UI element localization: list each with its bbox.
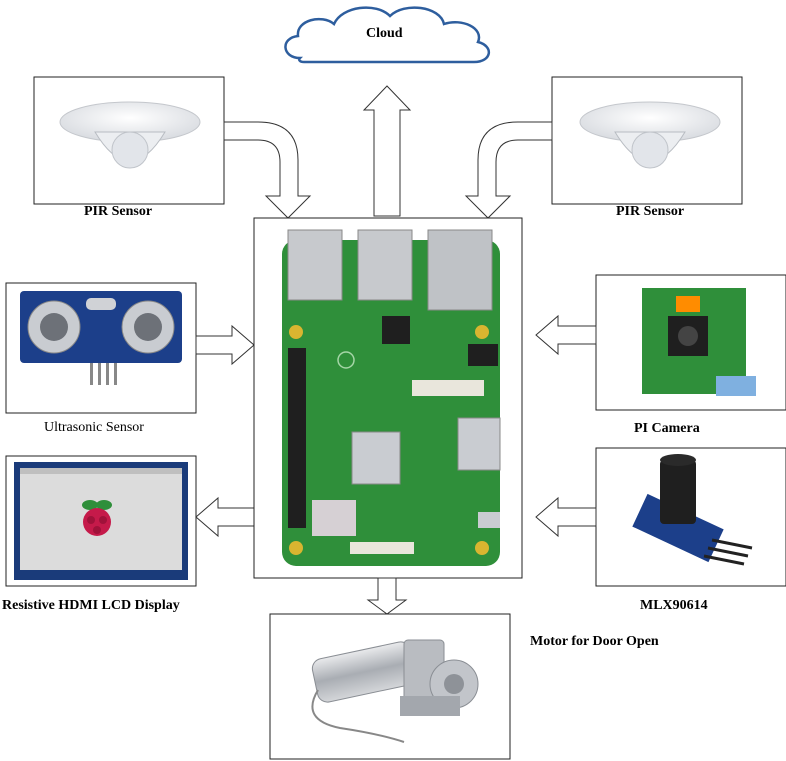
raspberry-logo-icon (82, 500, 112, 536)
pir-sensor-right-box (551, 76, 743, 205)
pir-sensor-left-box (33, 76, 225, 205)
arrow-board-to-motor (366, 577, 408, 615)
raspberry-pi-board-icon (282, 229, 501, 566)
pi-camera-box (595, 274, 786, 411)
motor-box (269, 613, 511, 760)
arrow-camera-to-board (535, 314, 597, 356)
lcd-display-label: Resistive HDMI LCD Display (2, 598, 180, 613)
arrow-ultrasonic-to-board (195, 324, 255, 366)
ultrasonic-sensor-label: Ultrasonic Sensor (44, 420, 144, 435)
mlx90614-box (595, 447, 786, 587)
ultrasonic-sensor-box (5, 282, 197, 414)
ultrasonic-sensor-icon (20, 291, 182, 385)
mlx90614-icon (632, 454, 753, 566)
lcd-display-icon (14, 462, 188, 580)
lcd-display-box (5, 455, 197, 587)
raspberry-pi-board-box (253, 217, 523, 579)
pir-sensor-right-label: PIR Sensor (616, 204, 685, 219)
cloud-label: Cloud (366, 26, 403, 41)
pir-sensor-left-label: PIR Sensor (84, 204, 153, 219)
arrow-board-to-cloud (362, 85, 412, 217)
pi-camera-icon (642, 288, 756, 396)
cloud-shape (284, 6, 490, 64)
mlx90614-label: MLX90614 (640, 598, 708, 613)
arrow-board-to-lcd (195, 496, 255, 538)
pir-sensor-icon (59, 101, 201, 169)
pir-sensor-icon (579, 101, 721, 169)
arrow-pir-left-to-board (223, 121, 312, 219)
arrow-pir-right-to-board (464, 121, 553, 219)
arrow-mlx-to-board (535, 496, 597, 538)
motor-label: Motor for Door Open (530, 634, 659, 649)
motor-icon (311, 639, 479, 743)
pi-camera-label: PI Camera (634, 421, 700, 436)
